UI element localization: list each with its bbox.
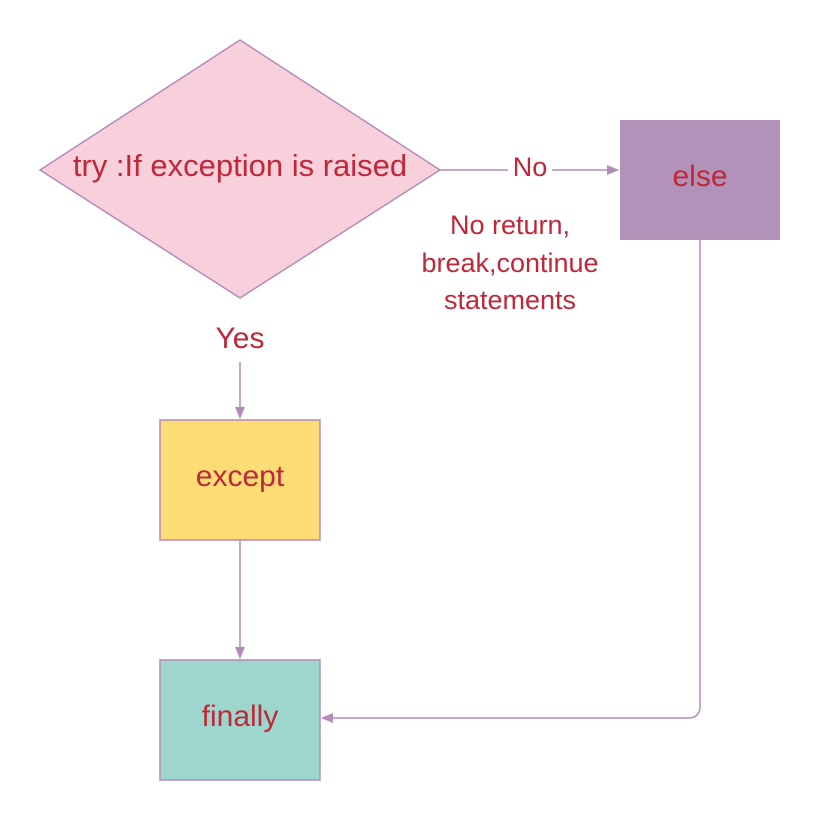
edge-else-finally-arrow: [321, 240, 701, 723]
node-try-label: try :If exception is raised: [73, 148, 407, 183]
note-line-1: No return,: [450, 210, 570, 240]
node-except-label: except: [196, 460, 285, 493]
note-no-return: No return, break,continue statements: [421, 210, 598, 315]
note-line-3: statements: [444, 285, 576, 315]
node-else-label: else: [672, 160, 727, 193]
except-box: [159, 419, 321, 541]
edge-yes-label: Yes: [216, 322, 265, 355]
decision-diamond: [38, 39, 442, 299]
node-finally: finally: [159, 659, 321, 781]
node-except: except: [159, 419, 321, 541]
node-else: else: [620, 120, 780, 240]
connectors: [235, 165, 701, 723]
node-try: try :If exception is raised: [38, 39, 442, 299]
else-box: [620, 120, 780, 240]
finally-box: [159, 659, 321, 781]
node-finally-label: finally: [202, 700, 279, 733]
edge-no-label: No: [513, 152, 548, 182]
note-line-2: break,continue: [421, 248, 598, 278]
